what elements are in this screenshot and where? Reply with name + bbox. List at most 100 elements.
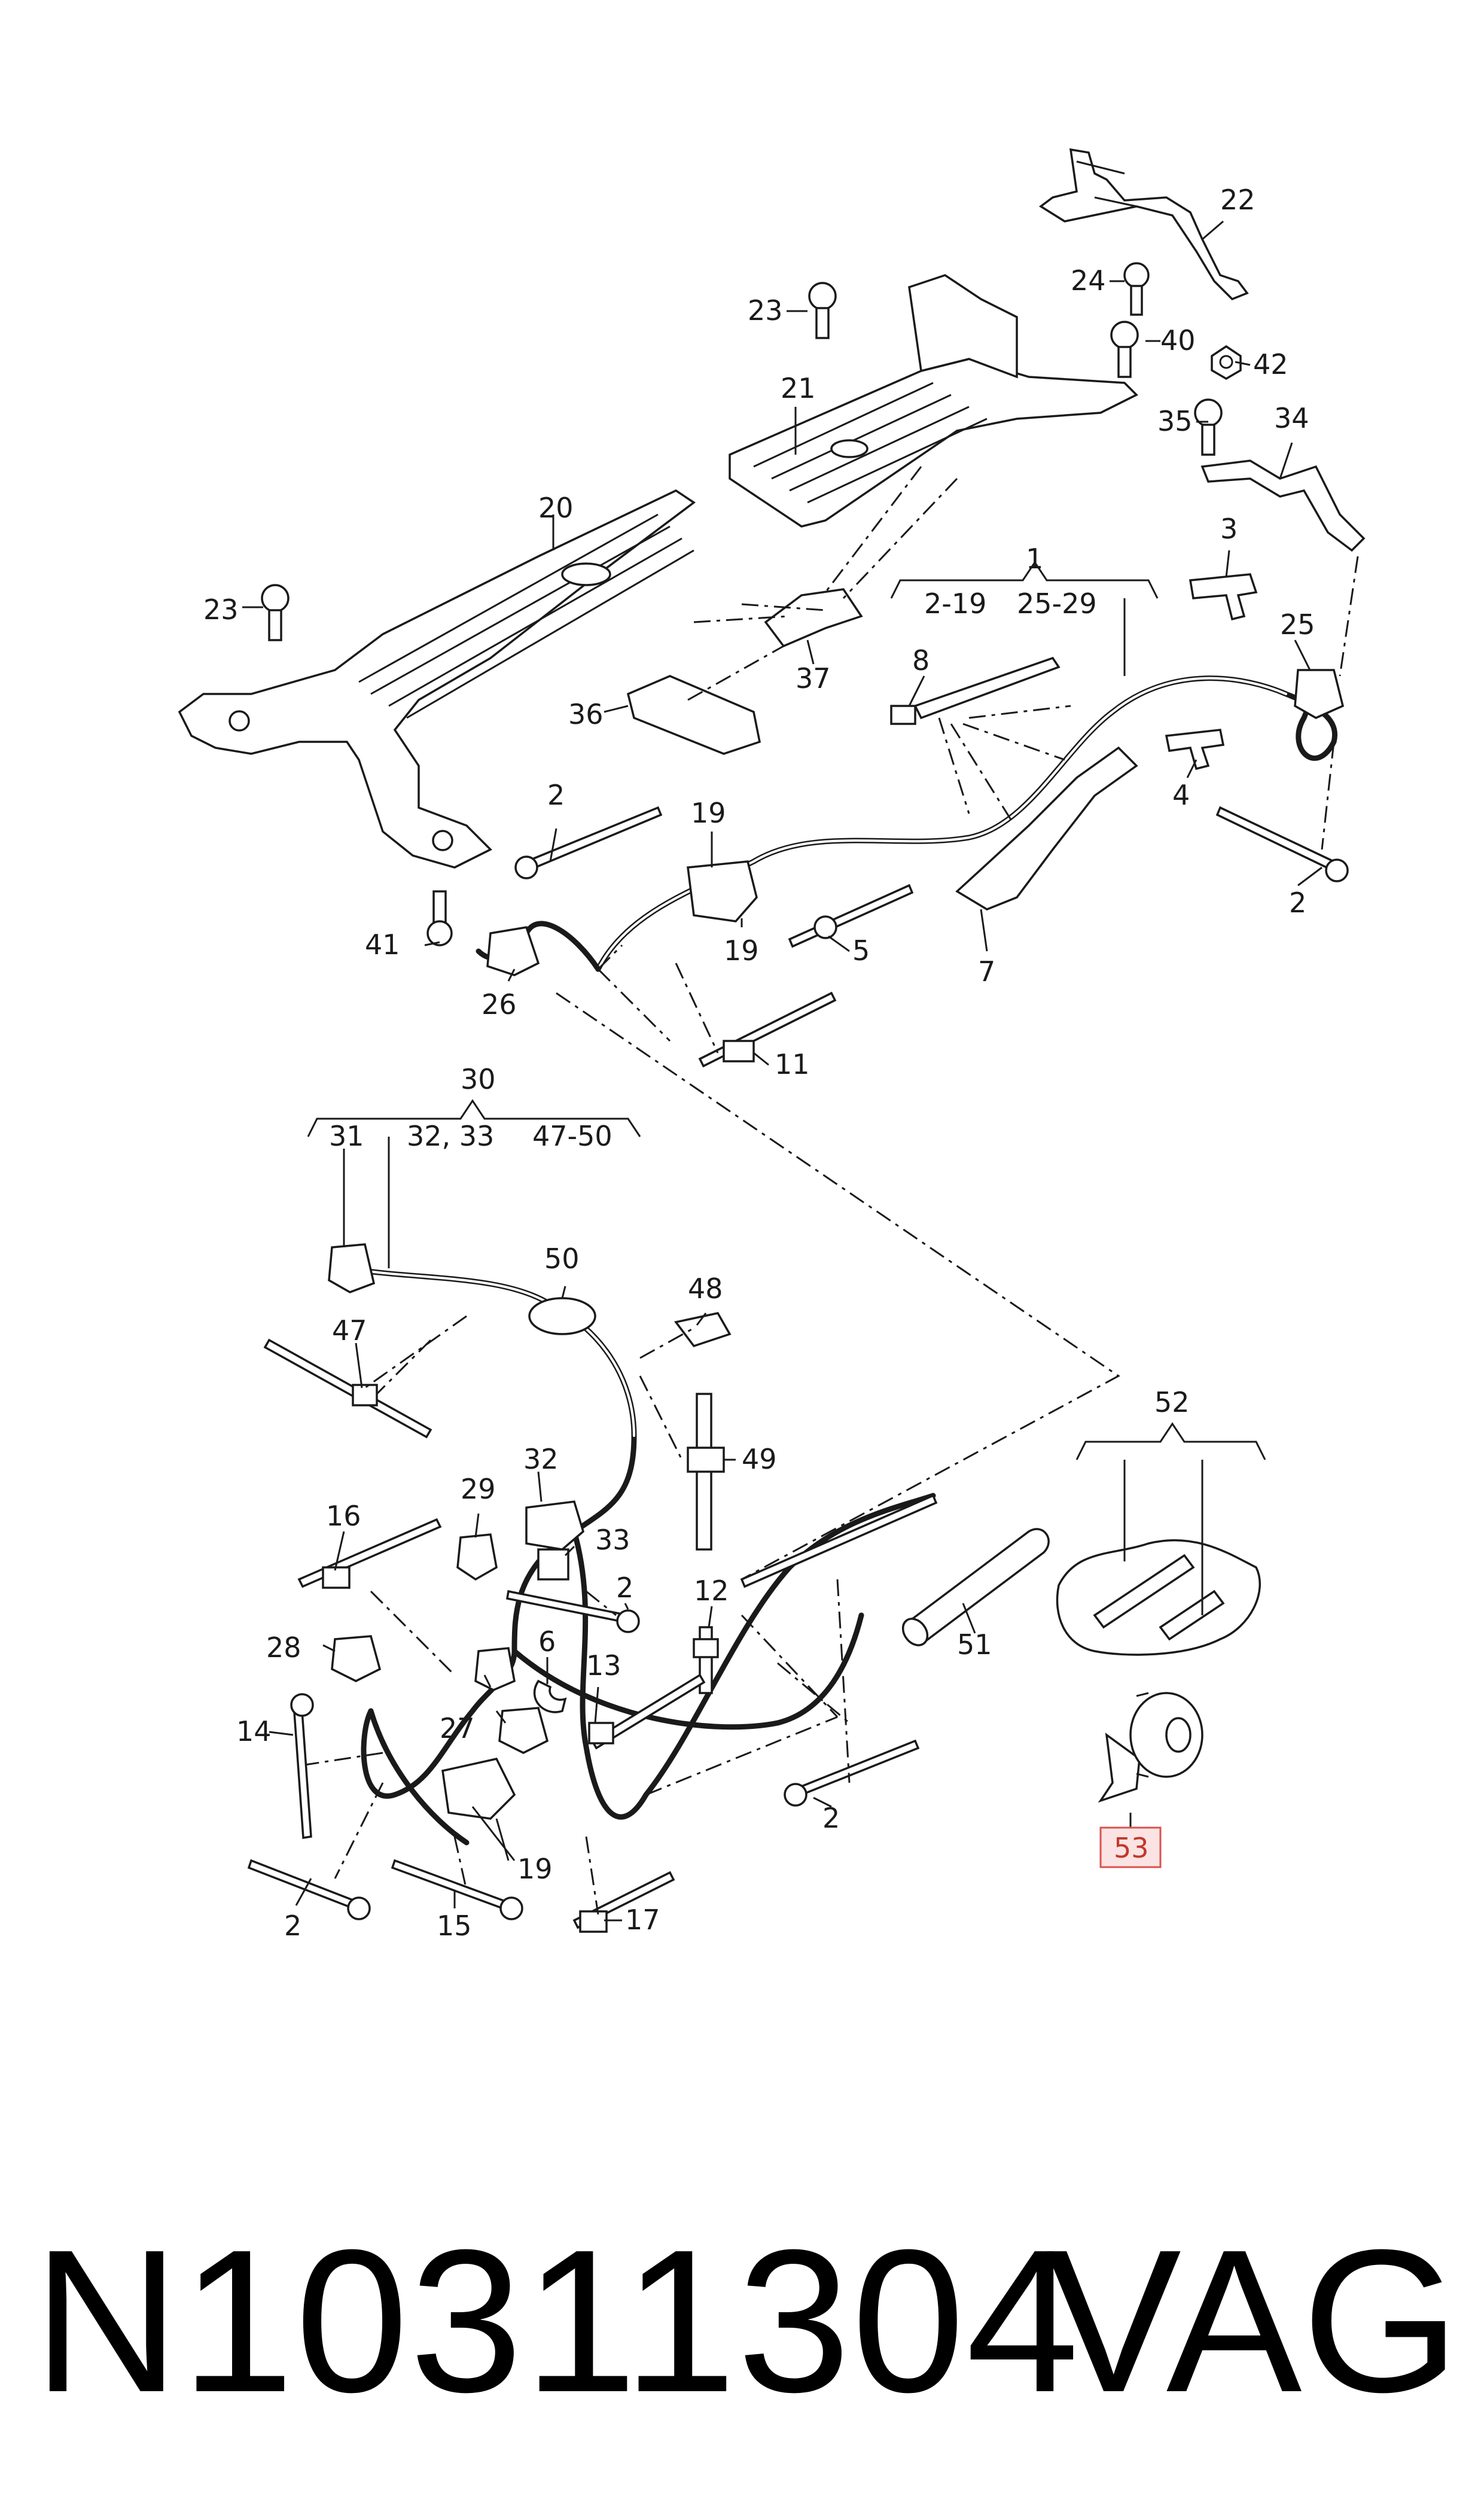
callout-3: 3 (1220, 513, 1238, 545)
callout-29: 29 (461, 1473, 496, 1505)
callout-33: 33 (595, 1524, 630, 1556)
grommet-50 (528, 1297, 596, 1335)
callout-6: 6 (538, 1625, 556, 1658)
dashed-guide-lines (304, 466, 1359, 1915)
callout-37: 37 (796, 662, 831, 695)
connector-lower-mid (498, 1707, 549, 1754)
callout-16: 16 (326, 1500, 361, 1532)
cable-tie-2-lower-left (247, 1859, 371, 1920)
callout-20: 20 (538, 492, 574, 524)
connector-19-upper (687, 860, 758, 922)
callout-26: 26 (482, 988, 517, 1021)
harness-30 (344, 1265, 936, 1846)
connector-25 (1294, 669, 1345, 719)
callout-4: 4 (1172, 779, 1190, 811)
callout-22: 22 (1220, 184, 1256, 216)
tape-roll-53 (1098, 1692, 1203, 1803)
cable-tie-47 (263, 1338, 432, 1439)
callout-19-upper: 19 (691, 797, 726, 829)
callout-28: 28 (266, 1631, 301, 1664)
callout-51: 51 (957, 1628, 992, 1661)
floor-panel-21 (729, 274, 1138, 528)
part-number: N10311304 (33, 2208, 1081, 2435)
connector-27 (474, 1647, 516, 1691)
callout-42: 42 (1253, 348, 1288, 380)
cable-tie-14 (290, 1693, 314, 1840)
callout-48: 48 (688, 1272, 723, 1305)
brand-name: VAG (1046, 2208, 1460, 2435)
footer: N10311304 VAG (0, 2202, 1484, 2453)
repair-kit-52 (1056, 1539, 1261, 1656)
callout-24: 24 (1071, 264, 1106, 297)
callout-23-top: 23 (748, 294, 783, 327)
callout-36: 36 (568, 698, 604, 730)
callout-8: 8 (912, 644, 930, 677)
cover-37 (764, 588, 863, 648)
cable-tie-17 (572, 1871, 675, 1933)
connector-29 (456, 1533, 498, 1581)
callout-31: 31 (329, 1120, 364, 1152)
connector-32 (525, 1500, 585, 1551)
callout-32: 32 (523, 1443, 559, 1475)
callout-19-mid: 19 (724, 934, 759, 967)
callout-27: 27 (440, 1712, 475, 1744)
callout-47: 47 (332, 1314, 367, 1347)
callout-2-lower-right: 2 (822, 1802, 840, 1834)
callout-2-upper-right: 2 (1289, 887, 1306, 919)
callout-12: 12 (694, 1575, 729, 1607)
callout-23-left: 23 (203, 593, 239, 626)
cable-tie-13 (588, 1673, 706, 1750)
bracket-22 (1038, 148, 1249, 301)
cable-guide-tube (740, 1494, 938, 1588)
cable-tie-16 (297, 1518, 442, 1589)
callout-labels: 22 23 24 40 42 35 34 21 20 23 3 1 2-19 2… (203, 184, 1315, 1942)
callout-47-50: 47-50 (532, 1120, 613, 1152)
parts-diagram: 22 23 24 40 42 35 34 21 20 23 3 1 2-19 2… (178, 148, 1366, 1942)
connector-31 (328, 1243, 376, 1293)
callout-21: 21 (781, 372, 816, 404)
callout-32-33: 32, 33 (407, 1120, 494, 1152)
callout-1: 1 (1026, 543, 1043, 575)
callout-13: 13 (586, 1649, 621, 1682)
connector-28 (331, 1635, 382, 1682)
callout-5: 5 (852, 934, 870, 967)
callout-2-lower-left: 2 (284, 1910, 301, 1942)
callout-14: 14 (236, 1715, 272, 1747)
callout-25-29: 25-29 (1017, 587, 1097, 620)
cable-tie-8 (890, 656, 1061, 725)
callout-34: 34 (1274, 402, 1309, 434)
callout-53-highlight (1099, 1826, 1162, 1868)
callout-11: 11 (775, 1048, 810, 1080)
clip-3 (1189, 573, 1258, 621)
sleeve-51 (901, 1528, 1050, 1646)
cable-tie-2-lower-mid (505, 1590, 640, 1633)
module-36 (626, 675, 761, 755)
callout-2-lower-mid: 2 (616, 1572, 633, 1604)
callout-19-lower: 19 (517, 1853, 553, 1885)
callout-50: 50 (544, 1243, 580, 1275)
cable-tie-11 (698, 991, 837, 1068)
clip-4 (1165, 729, 1225, 771)
callout-2-19: 2-19 (924, 587, 986, 620)
callout-30: 30 (461, 1063, 496, 1095)
callout-49: 49 (742, 1443, 777, 1475)
callout-41: 41 (365, 928, 400, 961)
callout-40: 40 (1160, 324, 1196, 357)
leader-lines (242, 220, 1323, 1922)
callout-7: 7 (978, 955, 995, 988)
cable-tie-2-upper-right (1215, 806, 1349, 882)
clip-6 (533, 1679, 567, 1713)
connector-19-lower (441, 1757, 516, 1820)
bracket-7 (955, 746, 1138, 911)
cable-tie-15 (391, 1859, 523, 1920)
bolts (261, 262, 1242, 946)
callout-15: 15 (437, 1910, 472, 1942)
callout-17: 17 (625, 1904, 660, 1936)
holder-33 (537, 1548, 569, 1581)
clip-12 (693, 1626, 719, 1694)
clip-5 (788, 884, 914, 948)
cable-tie-2-upper-left (514, 806, 663, 879)
clip-49 (687, 1393, 725, 1551)
cable-tie-2-lower-right (784, 1739, 920, 1807)
callout-53: 53 (1114, 1832, 1149, 1864)
